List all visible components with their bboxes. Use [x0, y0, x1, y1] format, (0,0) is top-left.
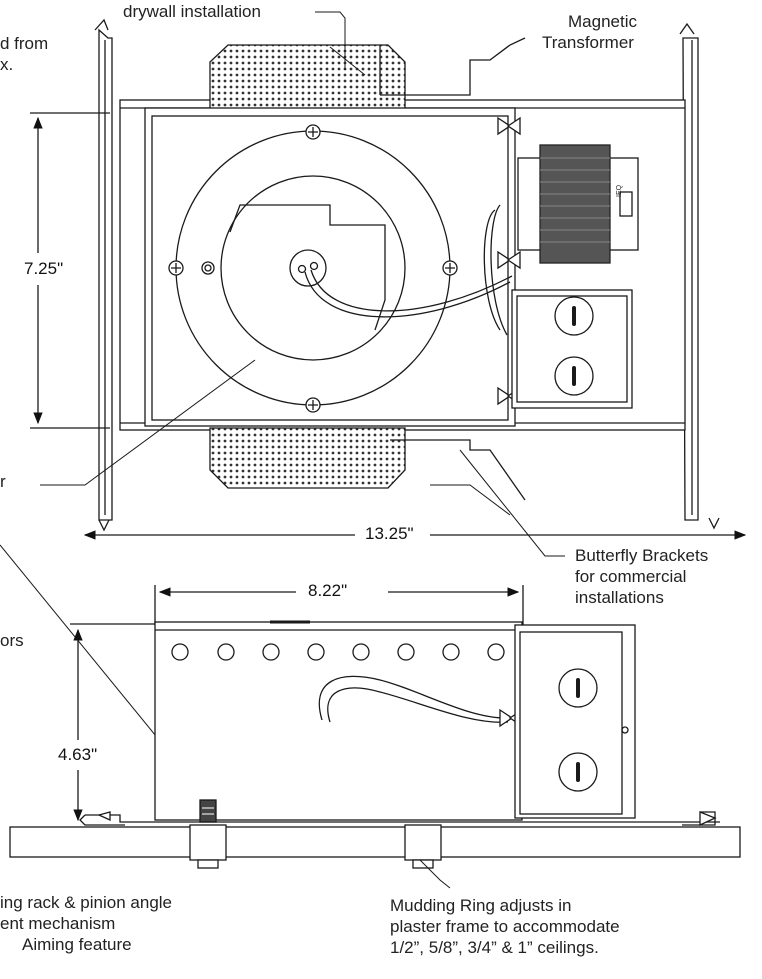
plaster-frame	[9, 811, 741, 858]
hanger-bar-left	[94, 18, 113, 532]
dimension-4-63	[70, 623, 158, 822]
mudding-ring-clip-left	[189, 799, 227, 869]
junction-box-side	[514, 624, 636, 819]
callout-left-partial-r: r	[0, 472, 6, 491]
drywall-clip-bottom	[209, 427, 406, 489]
junction-box-top	[511, 289, 633, 409]
callout-aiming-3: Aiming feature	[22, 935, 132, 954]
callout-magnetic: Magnetic	[568, 12, 637, 31]
callout-mudding-1: Mudding Ring adjusts in	[390, 896, 572, 915]
callout-left-partial-ors: ors	[0, 631, 24, 650]
dimension-label-8-22: 8.22"	[305, 581, 351, 600]
dimension-8-22	[154, 585, 524, 625]
magnetic-transformer	[517, 144, 639, 264]
dimension-7-25	[30, 112, 110, 429]
dimension-label-13-25: 13.25"	[362, 524, 417, 543]
callout-transformer: Transformer	[542, 33, 634, 52]
callout-drywall-installation: drywall installation	[123, 2, 261, 21]
callout-aiming-1: ing rack & pinion angle	[0, 893, 173, 912]
callout-butterfly-1: Butterfly Brackets	[575, 546, 709, 565]
callout-aiming-2: ent mechanism	[0, 914, 116, 933]
callout-removed-from-1: d from	[0, 34, 49, 53]
callout-removed-from-2: x.	[0, 55, 14, 74]
hanger-bar-right	[679, 22, 720, 530]
callout-mudding-2: plaster frame to accommodate	[390, 917, 620, 936]
callout-mudding-3: 1/2”, 5/8”, 3/4” & 1” ceilings.	[390, 938, 599, 957]
dimension-label-7-25: 7.25"	[21, 259, 67, 278]
mudding-ring-clip-right	[404, 824, 442, 869]
callout-butterfly-3: installations	[575, 588, 664, 607]
callout-butterfly-2: for commercial	[575, 567, 687, 586]
transformer-tag: IEQ	[616, 184, 623, 197]
drywall-clip-top	[209, 44, 406, 113]
dimension-label-4-63: 4.63"	[55, 745, 101, 764]
housing-side	[154, 620, 523, 821]
trim-screws	[168, 124, 458, 413]
